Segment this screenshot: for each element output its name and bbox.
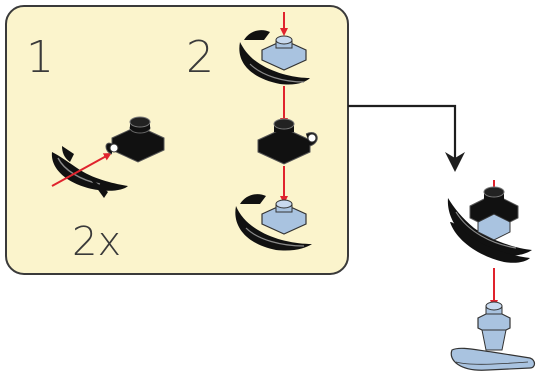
ski-assembly-icon <box>450 301 536 371</box>
step-1-number: 1 <box>26 32 54 83</box>
step-2-number: 2 <box>186 32 214 83</box>
main-claw-assembly-icon <box>447 186 532 263</box>
step2-top-claws-icon <box>239 30 310 85</box>
multiplier-label: 2x <box>72 219 121 265</box>
step2-black-plate-icon <box>257 118 318 165</box>
step1-black-plate-icon <box>105 116 165 163</box>
step2-bottom-plate-icon <box>261 199 307 235</box>
step2-bottom-claws-icon <box>235 194 312 251</box>
step1-red-arrow <box>51 153 112 187</box>
callout-connector <box>348 104 465 172</box>
step2-top-plate-icon <box>261 35 307 71</box>
